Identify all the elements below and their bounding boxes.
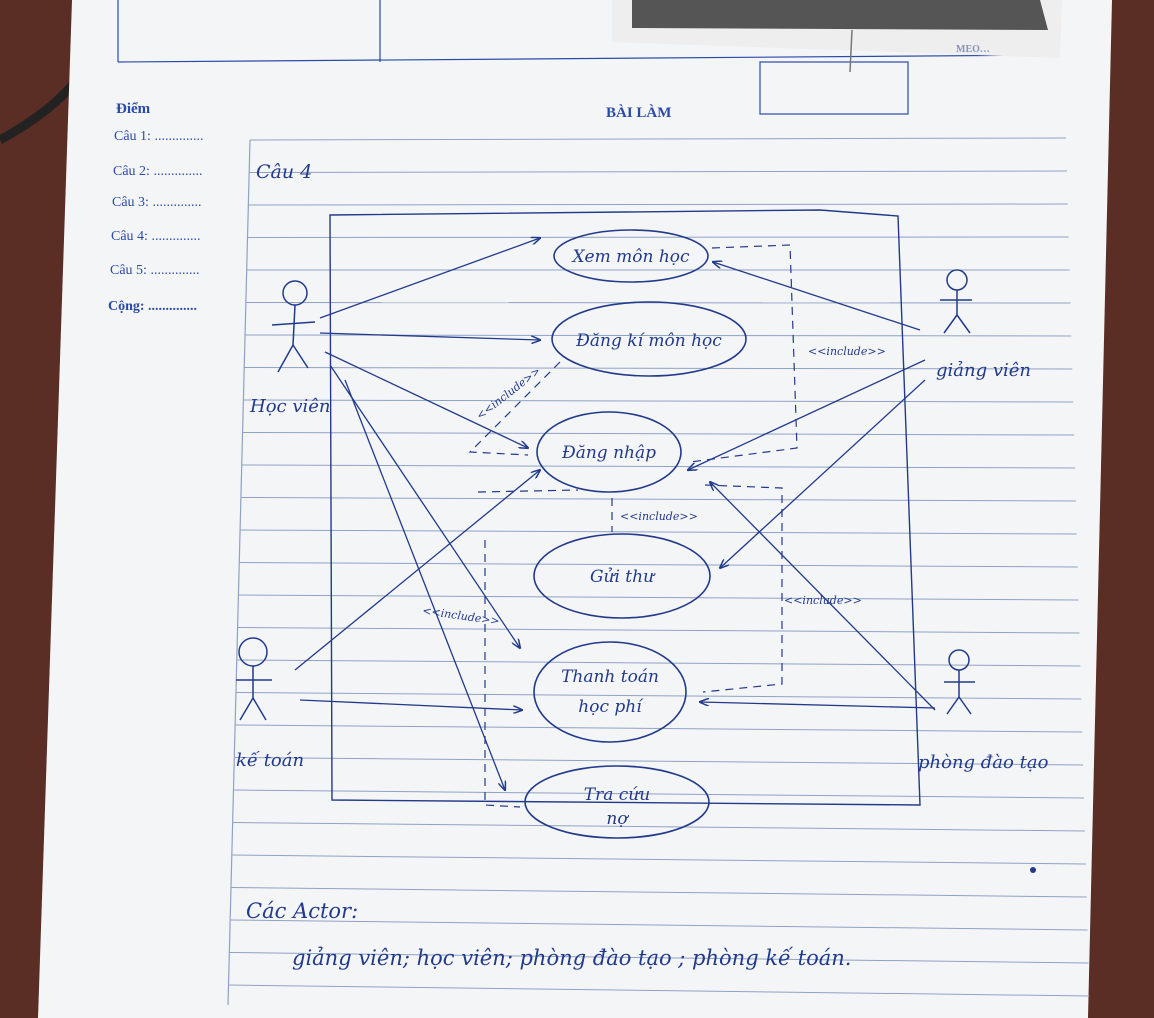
use-case-label: Tra cứu	[584, 785, 650, 805]
rule-line	[240, 529, 1077, 535]
rule-line	[230, 919, 1088, 931]
rule-line	[232, 854, 1086, 865]
actor-label: Học viên	[249, 396, 331, 417]
use-case-label-line2: nợ	[606, 809, 629, 829]
actor-ketoan	[236, 637, 272, 721]
margin-line	[227, 139, 251, 1006]
use-case-label: Gửi thư	[590, 567, 656, 587]
use-case-dang-ki-mon-hoc	[551, 301, 747, 377]
associations	[294, 238, 936, 790]
actor-label: giảng viên	[936, 360, 1031, 381]
use-case-gui-thu	[533, 533, 711, 619]
score-row-cau-5: Câu 5: ..............	[110, 263, 199, 278]
rule-line	[243, 399, 1074, 403]
use-case-label: Đăng kí môn học	[575, 331, 722, 351]
actor-phongdaotao	[944, 649, 975, 715]
actor-label: kế toán	[236, 750, 304, 771]
score-row-cau-4: Câu 4: ..............	[111, 229, 200, 244]
rule-line	[231, 887, 1087, 898]
rule-line	[235, 724, 1083, 733]
rule-line	[241, 464, 1076, 469]
rule-line	[249, 137, 1067, 141]
score-row-cong: Cộng: ..............	[108, 299, 197, 314]
actor-hocvien	[271, 280, 316, 373]
rule-line	[229, 984, 1090, 997]
rule-line	[237, 627, 1080, 634]
rule-line	[249, 170, 1067, 173]
score-label: Điểm	[116, 101, 151, 117]
actor-giangvien	[940, 269, 972, 334]
actors-list: giảng viên; học viên; phòng đào tạo ; ph…	[292, 946, 851, 970]
rule-line	[233, 822, 1085, 832]
use-case-label-line2: học phí	[578, 697, 644, 717]
use-case-label: Xem môn học	[570, 247, 690, 267]
use-case-xem-mon-hoc	[553, 229, 709, 283]
use-case-dang-nhap	[536, 411, 682, 493]
rule-line	[236, 692, 1082, 700]
rule-line	[239, 562, 1078, 568]
score-row-cau-3: Câu 3: ..............	[112, 195, 201, 210]
use-case-label: Đăng nhập	[561, 443, 656, 463]
use-case-thanh-toan-hoc-phi	[533, 641, 687, 743]
ink-dot	[1030, 867, 1036, 873]
corner-text: MEO…	[956, 44, 990, 55]
rule-line	[241, 497, 1076, 502]
actor-label: phòng đào tạo	[918, 752, 1049, 773]
section-title: BÀI LÀM	[606, 104, 671, 121]
rule-line	[233, 789, 1085, 799]
rule-line	[234, 757, 1084, 766]
score-row-cau-1: Câu 1: ..............	[114, 129, 203, 144]
rule-line	[247, 236, 1069, 238]
include-relations	[468, 244, 798, 808]
paper-sheet	[38, 0, 1112, 1018]
actors-heading: Các Actor:	[246, 899, 358, 923]
ruled-lines	[229, 137, 1090, 997]
rule-line	[244, 367, 1073, 370]
score-row-cau-2: Câu 2: ..............	[113, 164, 202, 179]
rule-line	[237, 659, 1081, 667]
paper-crease	[849, 29, 853, 73]
question-heading: Câu 4	[256, 161, 312, 183]
rule-line	[238, 594, 1079, 601]
include-label: <<include>>	[784, 594, 862, 607]
use-case-label: Thanh toán	[561, 667, 659, 687]
include-label: <<include>>	[808, 345, 886, 358]
use-case-tra-cuu-no	[524, 765, 710, 839]
rule-line	[242, 432, 1075, 436]
system-boundary	[329, 209, 921, 806]
rule-line	[229, 952, 1089, 964]
include-label: <<include>>	[620, 510, 698, 523]
rule-line	[248, 203, 1068, 206]
header-boxes	[117, 0, 1059, 115]
dark-object	[632, 0, 1048, 30]
